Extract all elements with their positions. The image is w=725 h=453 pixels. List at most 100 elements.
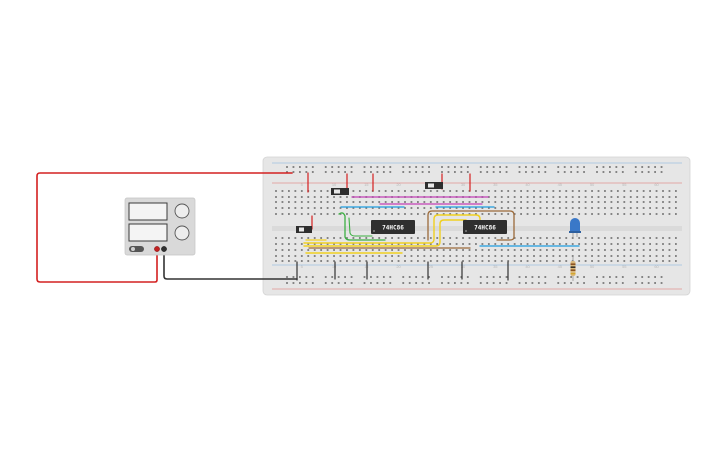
breadboard-hole[interactable] [350, 166, 353, 168]
breadboard-hole[interactable] [668, 260, 671, 262]
breadboard-hole[interactable] [621, 282, 624, 284]
breadboard-hole[interactable] [389, 276, 392, 278]
breadboard-hole[interactable] [675, 243, 677, 245]
breadboard-hole[interactable] [410, 201, 413, 203]
breadboard-hole[interactable] [602, 166, 605, 168]
breadboard-hole[interactable] [596, 166, 598, 168]
breadboard-hole[interactable] [346, 196, 348, 198]
breadboard-hole[interactable] [616, 237, 619, 239]
breadboard-hole[interactable] [557, 276, 560, 278]
breadboard-hole[interactable] [494, 237, 497, 239]
breadboard-hole[interactable] [642, 243, 645, 245]
breadboard-hole[interactable] [487, 255, 490, 257]
breadboard-hole[interactable] [546, 207, 548, 209]
breadboard-hole[interactable] [429, 213, 432, 215]
breadboard-hole[interactable] [629, 207, 632, 209]
breadboard-hole[interactable] [533, 243, 535, 245]
breadboard-hole[interactable] [371, 249, 374, 251]
breadboard-hole[interactable] [324, 276, 327, 278]
breadboard-hole[interactable] [339, 243, 342, 245]
breadboard-hole[interactable] [526, 243, 529, 245]
breadboard-hole[interactable] [629, 213, 632, 215]
breadboard-hole[interactable] [647, 171, 650, 173]
breadboard-hole[interactable] [346, 255, 348, 257]
breadboard-hole[interactable] [358, 249, 361, 251]
breadboard-hole[interactable] [397, 207, 400, 209]
breadboard-hole[interactable] [455, 255, 458, 257]
breadboard-hole[interactable] [531, 166, 534, 168]
breadboard-hole[interactable] [423, 213, 426, 215]
breadboard-hole[interactable] [324, 282, 327, 284]
breadboard-hole[interactable] [539, 243, 542, 245]
breadboard-hole[interactable] [275, 255, 277, 257]
breadboard-hole[interactable] [331, 166, 334, 168]
breadboard-hole[interactable] [636, 260, 639, 262]
breadboard-hole[interactable] [531, 276, 534, 278]
breadboard-hole[interactable] [436, 243, 439, 245]
breadboard-hole[interactable] [675, 207, 677, 209]
breadboard-hole[interactable] [436, 255, 439, 257]
breadboard-hole[interactable] [454, 276, 456, 278]
breadboard-hole[interactable] [462, 190, 464, 192]
voltage-knob[interactable] [174, 203, 190, 219]
breadboard-hole[interactable] [544, 276, 547, 278]
breadboard-hole[interactable] [486, 276, 489, 278]
breadboard-hole[interactable] [417, 237, 419, 239]
breadboard-hole[interactable] [428, 282, 430, 284]
breadboard-hole[interactable] [275, 207, 277, 209]
breadboard-hole[interactable] [565, 190, 568, 192]
breadboard-hole[interactable] [499, 166, 501, 168]
breadboard-hole[interactable] [584, 196, 587, 198]
breadboard-hole[interactable] [565, 260, 568, 262]
breadboard-hole[interactable] [576, 171, 579, 173]
breadboard-hole[interactable] [397, 243, 400, 245]
breadboard-hole[interactable] [460, 282, 463, 284]
breadboard-hole[interactable] [557, 282, 560, 284]
breadboard-hole[interactable] [292, 171, 295, 173]
breadboard-hole[interactable] [494, 243, 497, 245]
breadboard-hole[interactable] [520, 213, 522, 215]
breadboard-hole[interactable] [537, 171, 540, 173]
breadboard-hole[interactable] [518, 166, 521, 168]
breadboard-hole[interactable] [466, 171, 469, 173]
breadboard-hole[interactable] [275, 190, 277, 192]
breadboard-hole[interactable] [591, 260, 593, 262]
breadboard-hole[interactable] [300, 249, 303, 251]
breadboard-hole[interactable] [384, 237, 387, 239]
breadboard-hole[interactable] [404, 207, 406, 209]
breadboard-hole[interactable] [584, 190, 587, 192]
breadboard-hole[interactable] [299, 171, 301, 173]
breadboard-hole[interactable] [563, 171, 566, 173]
breadboard-hole[interactable] [410, 249, 413, 251]
breadboard-hole[interactable] [320, 237, 323, 239]
breadboard-hole[interactable] [442, 255, 445, 257]
breadboard-hole[interactable] [391, 243, 393, 245]
breadboard-hole[interactable] [344, 171, 346, 173]
breadboard-hole[interactable] [333, 201, 335, 203]
breadboard-hole[interactable] [397, 249, 400, 251]
breadboard-hole[interactable] [468, 237, 471, 239]
breadboard-hole[interactable] [518, 276, 521, 278]
breadboard-hole[interactable] [288, 255, 290, 257]
breadboard-hole[interactable] [494, 207, 497, 209]
breadboard-hole[interactable] [466, 282, 469, 284]
breadboard-hole[interactable] [350, 276, 353, 278]
breadboard-hole[interactable] [288, 213, 290, 215]
breadboard-hole[interactable] [642, 255, 645, 257]
breadboard-hole[interactable] [326, 207, 329, 209]
breadboard-hole[interactable] [487, 190, 490, 192]
breadboard-hole[interactable] [352, 190, 355, 192]
breadboard-hole[interactable] [449, 201, 452, 203]
breadboard-hole[interactable] [629, 201, 632, 203]
breadboard-hole[interactable] [475, 207, 477, 209]
switch-3[interactable] [296, 226, 312, 233]
breadboard-hole[interactable] [423, 255, 426, 257]
breadboard-hole[interactable] [604, 255, 606, 257]
breadboard-hole[interactable] [300, 255, 303, 257]
breadboard-hole[interactable] [641, 276, 644, 278]
breadboard-hole[interactable] [475, 213, 477, 215]
breadboard-hole[interactable] [281, 255, 284, 257]
breadboard-hole[interactable] [558, 260, 561, 262]
breadboard-hole[interactable] [662, 201, 664, 203]
breadboard-hole[interactable] [505, 171, 508, 173]
